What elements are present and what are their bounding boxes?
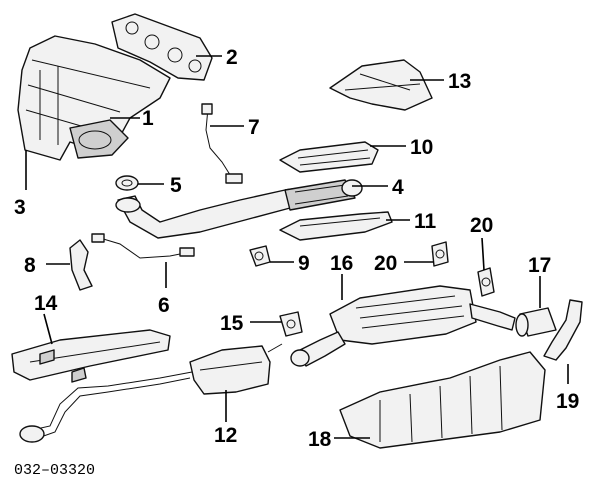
callout-20b: 20: [374, 252, 397, 275]
callout-9: 9: [298, 252, 310, 275]
bracket-left: [69, 239, 93, 291]
callout-20a: 20: [470, 214, 493, 237]
callout-8: 8: [24, 254, 36, 277]
callout-5: 5: [170, 174, 182, 197]
tail-pipe-hanger: [543, 299, 583, 361]
bracket-15: [279, 311, 303, 337]
heat-shield-upper: [329, 59, 433, 111]
rear-heat-shield: [339, 351, 546, 449]
diagram-code: 032–03320: [14, 462, 95, 479]
oxygen-sensor-lower: [91, 233, 195, 259]
callout-3: 3: [14, 196, 26, 219]
rear-pipe-premuffler: [19, 343, 283, 443]
oxygen-sensor-upper: [201, 103, 243, 184]
callout-1: 1: [142, 107, 154, 130]
callout-13: 13: [448, 70, 471, 93]
callout-4: 4: [392, 176, 404, 199]
callout-15: 15: [220, 312, 244, 335]
converter-heat-cover: [279, 141, 379, 173]
center-muffler: [290, 285, 516, 367]
leader-lines: [25, 55, 569, 439]
heat-shield-lower: [279, 211, 393, 241]
callout-14: 14: [34, 292, 58, 315]
callout-19: 19: [556, 390, 579, 413]
callout-2: 2: [226, 46, 238, 69]
exhaust-manifold: [17, 35, 171, 161]
callout-16: 16: [330, 252, 353, 275]
callout-7: 7: [248, 116, 260, 139]
floor-heat-shield: [11, 329, 171, 383]
callout-12: 12: [214, 424, 237, 447]
tail-pipe-tip: [515, 307, 557, 337]
callout-10: 10: [410, 136, 433, 159]
manifold-gasket: [111, 13, 213, 81]
callout-11: 11: [414, 210, 437, 233]
callout-6: 6: [158, 294, 170, 317]
front-pipe-converter: [115, 179, 363, 239]
callout-17: 17: [528, 254, 551, 277]
gasket-ring: [115, 175, 139, 191]
callout-18: 18: [308, 428, 332, 451]
rubber-hanger-20a: [431, 241, 449, 267]
rubber-hanger-20b: [477, 267, 495, 297]
rubber-hanger-9: [249, 245, 271, 267]
